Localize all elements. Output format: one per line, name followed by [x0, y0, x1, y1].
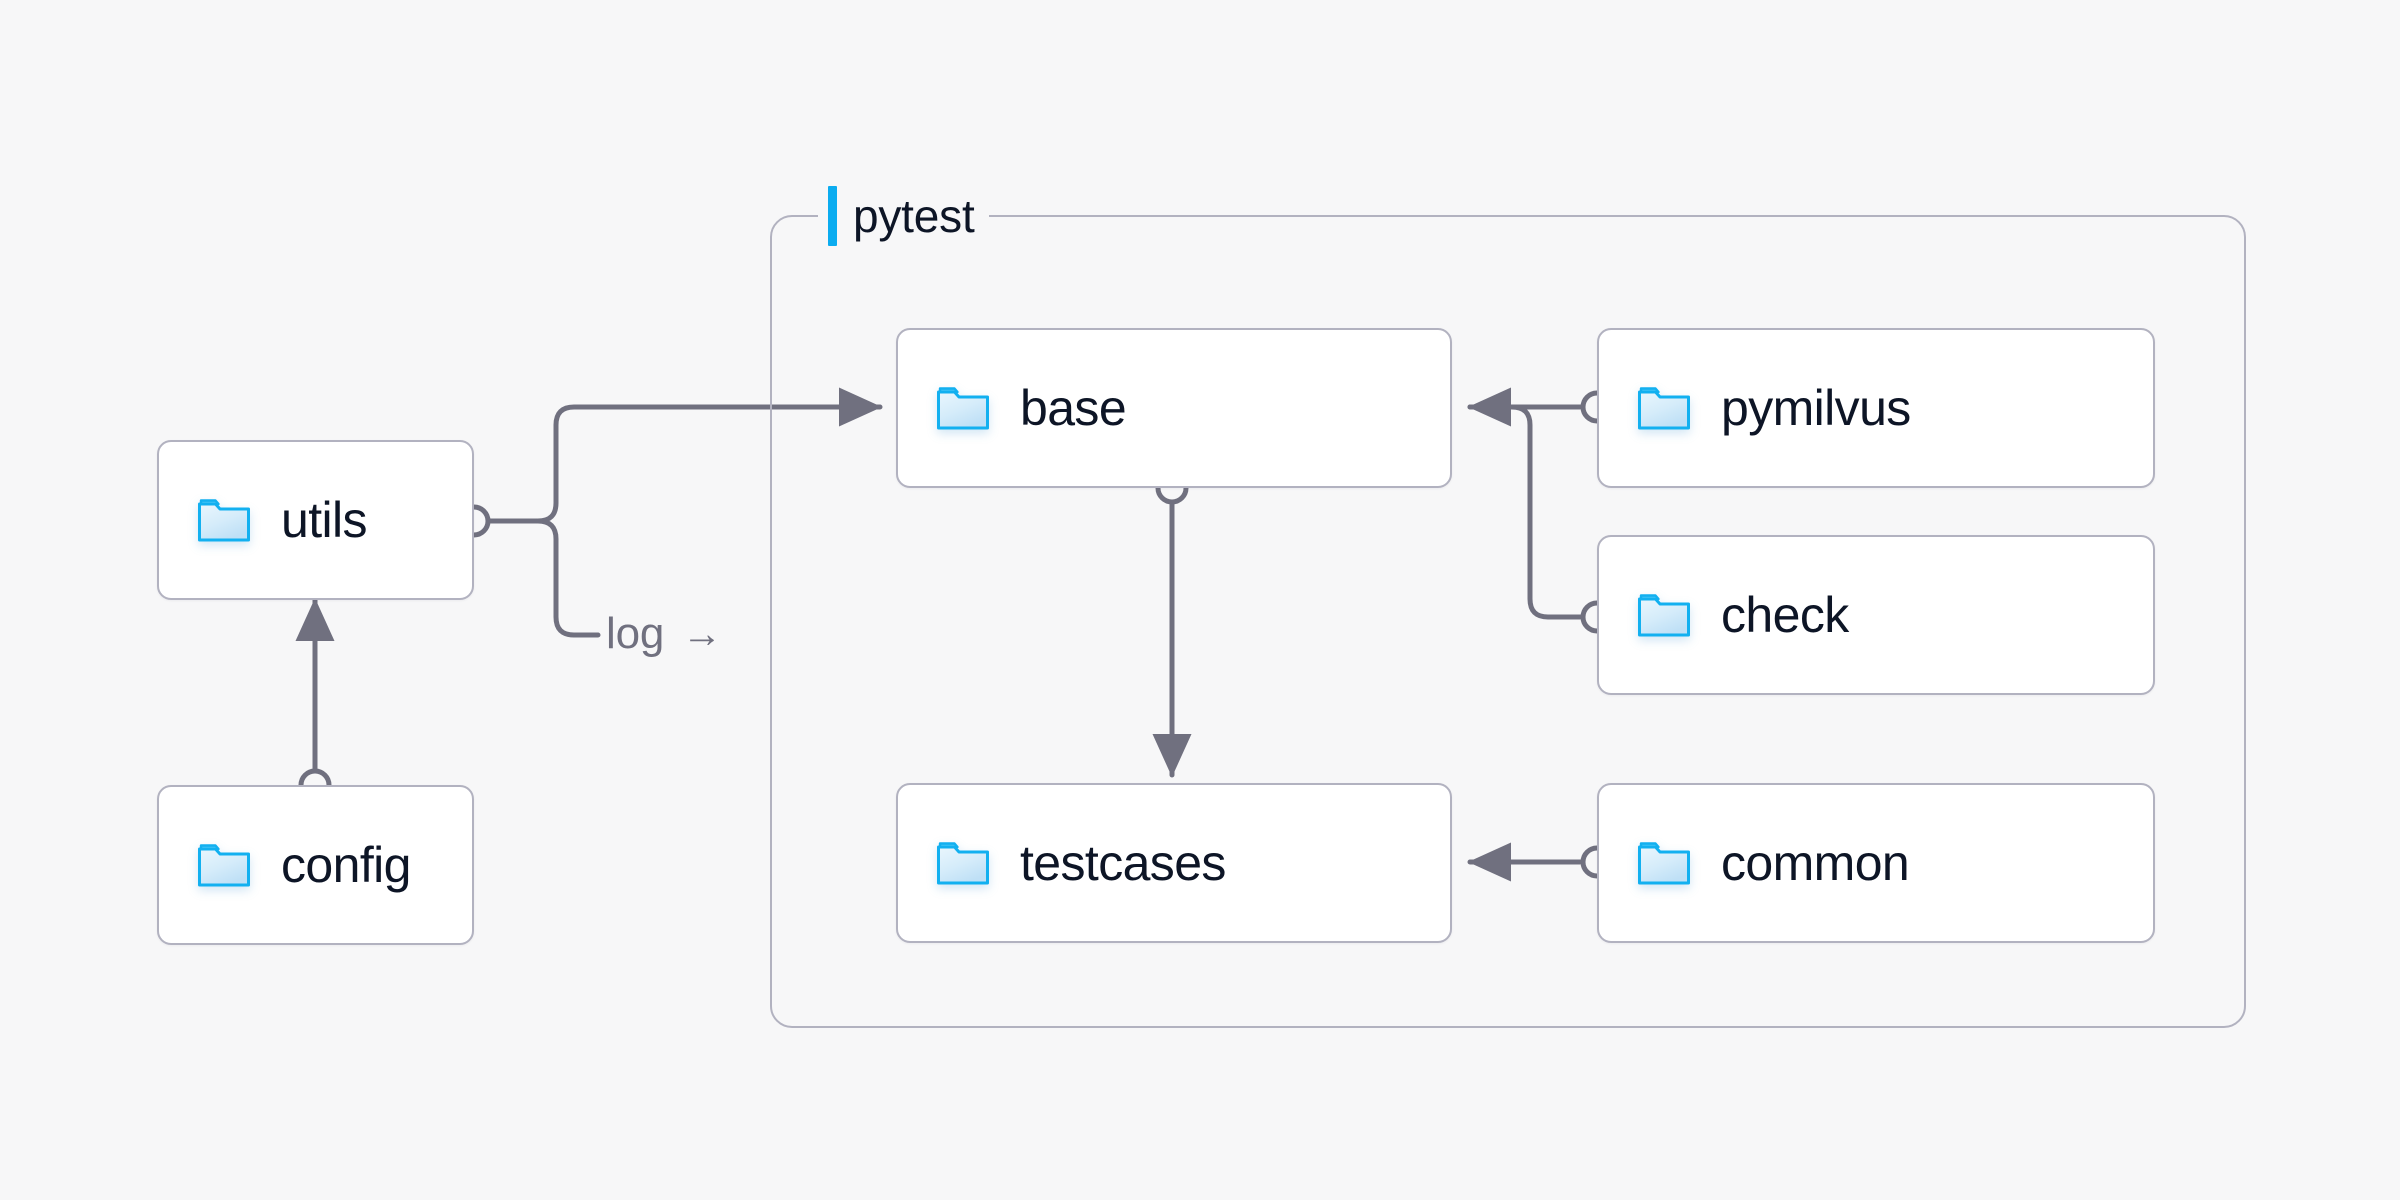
node-check[interactable]: check: [1597, 535, 2155, 695]
group-title-text: pytest: [853, 190, 975, 242]
node-base-content: base: [898, 380, 1127, 436]
node-pymilvus-label: pymilvus: [1721, 380, 1911, 436]
folder-icon: [937, 841, 989, 884]
folder-icon: [198, 498, 250, 541]
node-testcases[interactable]: testcases: [896, 783, 1452, 943]
node-config[interactable]: config: [157, 785, 474, 945]
node-check-content: check: [1599, 590, 1849, 640]
folder-icon: [1638, 841, 1690, 884]
node-pymilvus[interactable]: pymilvus: [1597, 328, 2155, 488]
edge-label-log: log →: [606, 612, 722, 656]
node-config-content: config: [159, 840, 411, 890]
node-utils-label: utils: [281, 492, 368, 548]
node-pymilvus-content: pymilvus: [1599, 383, 1911, 433]
node-testcases-content: testcases: [898, 838, 1226, 888]
node-base[interactable]: base: [896, 328, 1452, 488]
folder-icon: [937, 386, 989, 429]
node-common-label: common: [1721, 835, 1910, 891]
edge-label-log-text: log: [606, 609, 665, 658]
folder-icon: [1638, 386, 1690, 429]
edge-utils-log: [535, 518, 601, 638]
node-utils[interactable]: utils: [157, 440, 474, 600]
arrow-right-icon: →: [682, 612, 722, 656]
pytest-group-label: pytest: [818, 186, 989, 246]
folder-icon: [198, 843, 250, 886]
node-check-label: check: [1721, 587, 1849, 643]
folder-icon: [1638, 593, 1690, 636]
accent-bar-icon: [828, 186, 837, 246]
node-base-label: base: [1020, 380, 1127, 436]
node-utils-content: utils: [159, 492, 368, 548]
pytest-group-container: [770, 215, 2246, 1028]
node-config-label: config: [281, 837, 411, 893]
node-testcases-label: testcases: [1020, 835, 1226, 891]
node-common[interactable]: common: [1597, 783, 2155, 943]
node-common-content: common: [1599, 835, 1910, 891]
